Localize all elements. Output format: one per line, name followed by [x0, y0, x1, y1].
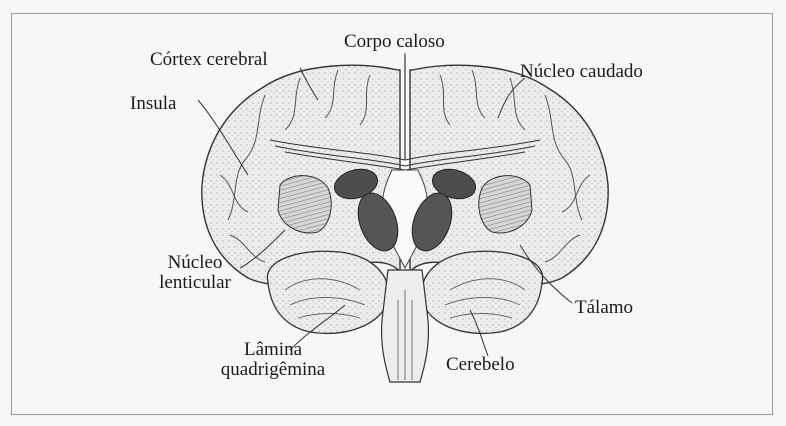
label-corpo-caloso: Corpo caloso — [344, 32, 445, 52]
label-talamo: Tálamo — [575, 298, 633, 318]
label-lamina-line1: Lâmina — [213, 340, 333, 360]
label-nucleo-caudado: Núcleo caudado — [520, 62, 643, 82]
label-lamina-line2: quadrigêmina — [213, 360, 333, 380]
label-cerebelo: Cerebelo — [446, 355, 515, 375]
left-lenticular-nucleus — [278, 176, 331, 233]
label-lamina-quadrigemina: Lâmina quadrigêmina — [213, 340, 333, 380]
right-cerebellum — [421, 251, 542, 333]
label-nucleo-lenticular: Núcleo lenticular — [145, 253, 245, 293]
label-cortex-cerebral: Córtex cerebral — [150, 50, 268, 70]
label-insula: Insula — [130, 94, 176, 114]
right-lenticular-nucleus — [479, 176, 532, 233]
label-nucleo-lenticular-line2: lenticular — [145, 273, 245, 293]
left-cerebellum — [267, 251, 388, 333]
label-nucleo-lenticular-line1: Núcleo — [145, 253, 245, 273]
